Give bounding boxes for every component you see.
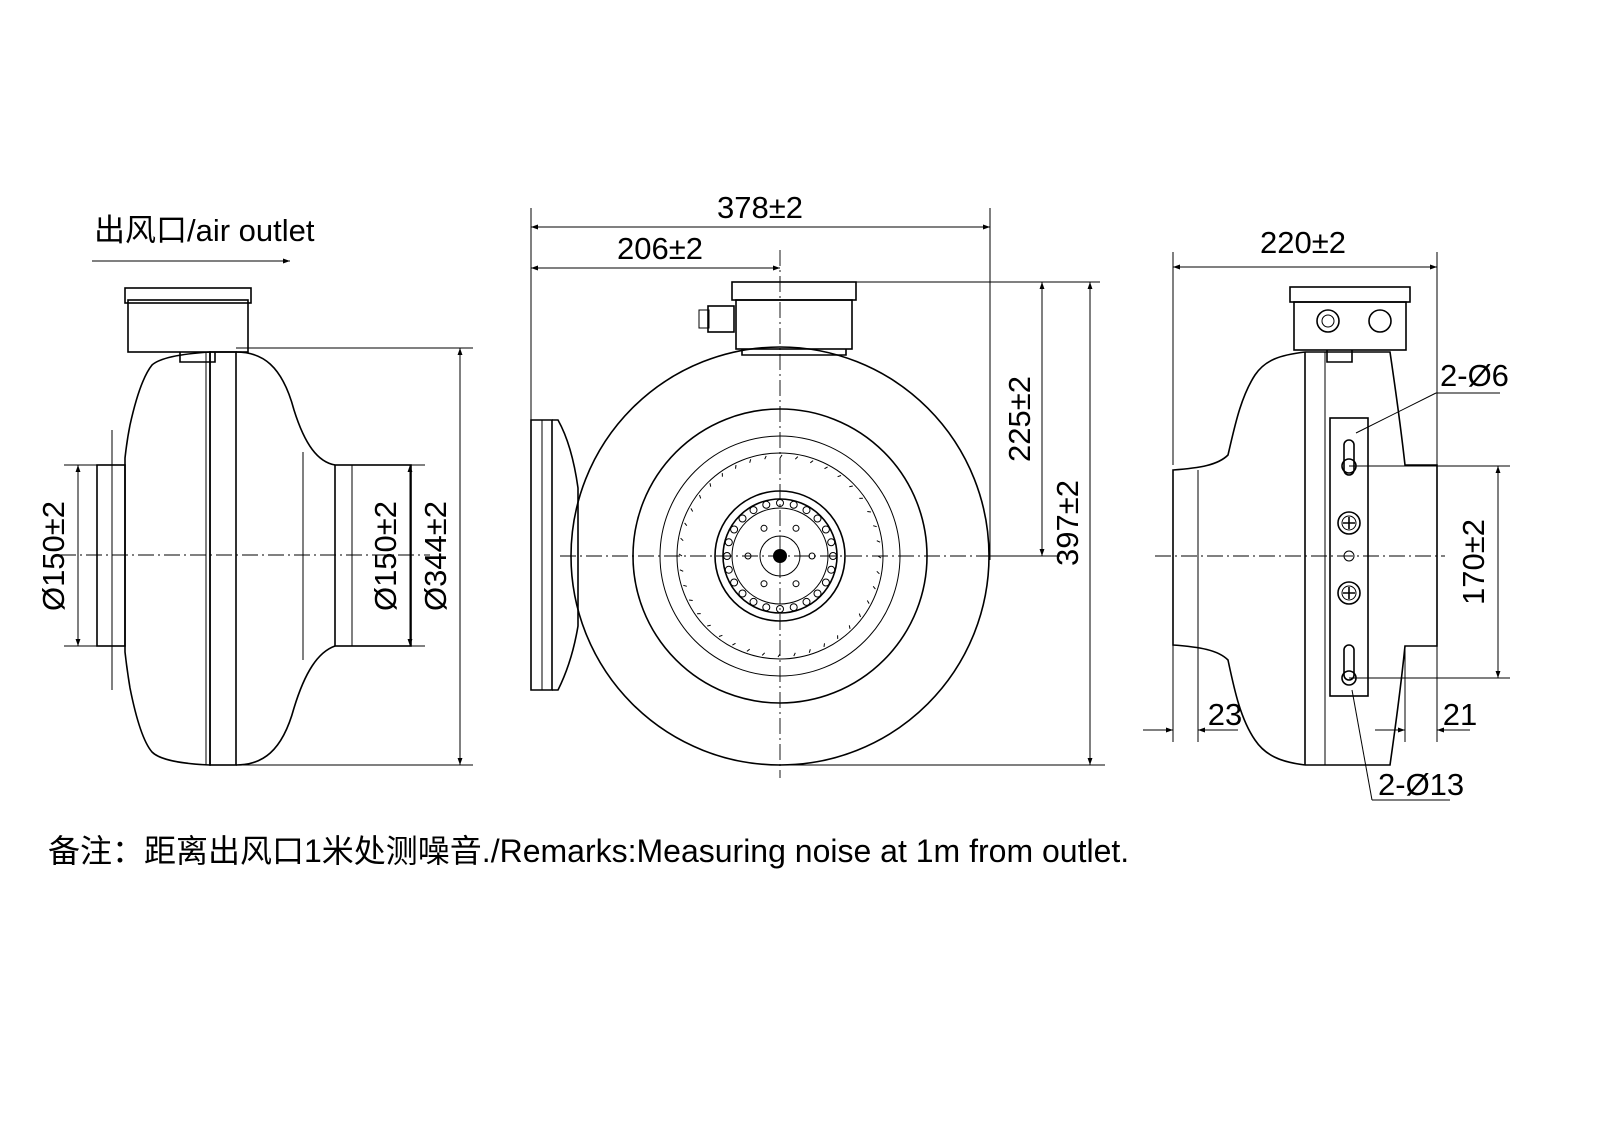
slot-bottom [1343,644,1355,681]
blade-tick [707,624,711,627]
hub-hole [821,525,830,534]
blade-tick [793,652,796,657]
hub-hole [762,603,771,612]
blade-tick [709,483,712,487]
dim-206: 206±2 [617,231,703,266]
blade-tick [684,522,688,527]
dim-170: 170±2 [1456,519,1491,605]
hub-hole [749,506,758,515]
blade-tick [749,459,752,463]
hub-hole [724,565,733,574]
blade-tick [690,508,694,512]
air-outlet-label: 出风口/air outlet [94,213,315,248]
hub-hole [776,605,784,613]
blade-tick [699,494,702,499]
rear-housing-outline [1172,351,1306,766]
housing-outline [124,351,211,766]
dim-220: 220±2 [1260,225,1346,260]
hub-hole [802,597,811,606]
blade-tick [873,525,877,528]
blade-tick [689,599,693,601]
blade-tick [679,569,684,572]
dim-23: 23 [1208,697,1242,732]
hub-hole [749,597,758,606]
dim-d150-left: Ø150±2 [36,501,71,611]
blade-tick [823,643,825,647]
remark-note: 备注：距离出风口1米处测噪音./Remarks:Measuring noise … [48,833,1130,869]
hub-hole [827,538,836,547]
blade-tick [867,511,871,513]
blade-tick [872,585,876,590]
hub-hole [762,500,771,509]
blade-tick [808,649,811,653]
hub-bolt [792,524,800,532]
hub-hole [738,514,747,523]
blade-tick [876,540,881,543]
blade-tick [779,454,783,459]
hub-hole [802,506,811,515]
blade-tick [680,537,684,542]
front-view: 378±2 206±2 225±2 397± [530,190,1105,778]
blade-tick [848,625,851,629]
blade-tick [849,485,853,488]
hub-hole [813,589,822,598]
hub-hole [724,538,733,547]
hub-hole [789,500,798,509]
inlet-duct-left [96,464,126,647]
blade-tick [683,584,687,587]
cable-gland [707,305,735,333]
front-junction-box [731,281,857,301]
blade-tick [837,475,842,478]
dim-d344: Ø344±2 [418,501,453,611]
blade-tick [794,456,799,460]
dim-225: 225±2 [1002,376,1037,462]
hub-hole [730,578,739,587]
blade-tick [858,613,861,618]
blade-tick [809,460,814,464]
dim-2x13: 2-Ø13 [1378,767,1464,802]
hub-hole [827,565,836,574]
dim-21: 21 [1443,697,1477,732]
blade-tick [718,634,723,637]
hub-bolt [760,580,768,588]
mounting-bracket [1329,417,1369,697]
hub-hole [813,514,822,523]
dim-378: 378±2 [717,190,803,225]
screw-bottom [1337,581,1361,605]
side-view: 出风口/air outlet Ø150±2 Ø150±2 Ø34 [36,213,473,766]
hub-hole [821,578,830,587]
blade-ticks [678,454,882,658]
blade-tick [678,553,683,557]
junction-box [127,299,249,353]
hub-hole [789,603,798,612]
hub-hole [730,525,739,534]
slot-top [1343,439,1355,476]
screw-top [1337,511,1361,535]
blade-tick [764,455,767,460]
rear-view: 220±2 170±2 [1143,225,1510,802]
rear-junction-box [1289,286,1411,303]
hub-holes [723,499,837,613]
blade-tick [866,600,870,604]
hub-hole [738,589,747,598]
blade-tick [824,466,828,470]
blade-tick [735,465,737,469]
dim-d150-right: Ø150±2 [368,501,403,611]
blade-tick [746,648,751,652]
dim-2x6: 2-Ø6 [1440,358,1509,393]
hub-bolt [760,524,768,532]
blade-tick [732,642,736,646]
hub-bolt [792,580,800,588]
dim-397: 397±2 [1050,480,1085,566]
blade-tick [761,652,766,656]
blade-tick [876,570,880,575]
